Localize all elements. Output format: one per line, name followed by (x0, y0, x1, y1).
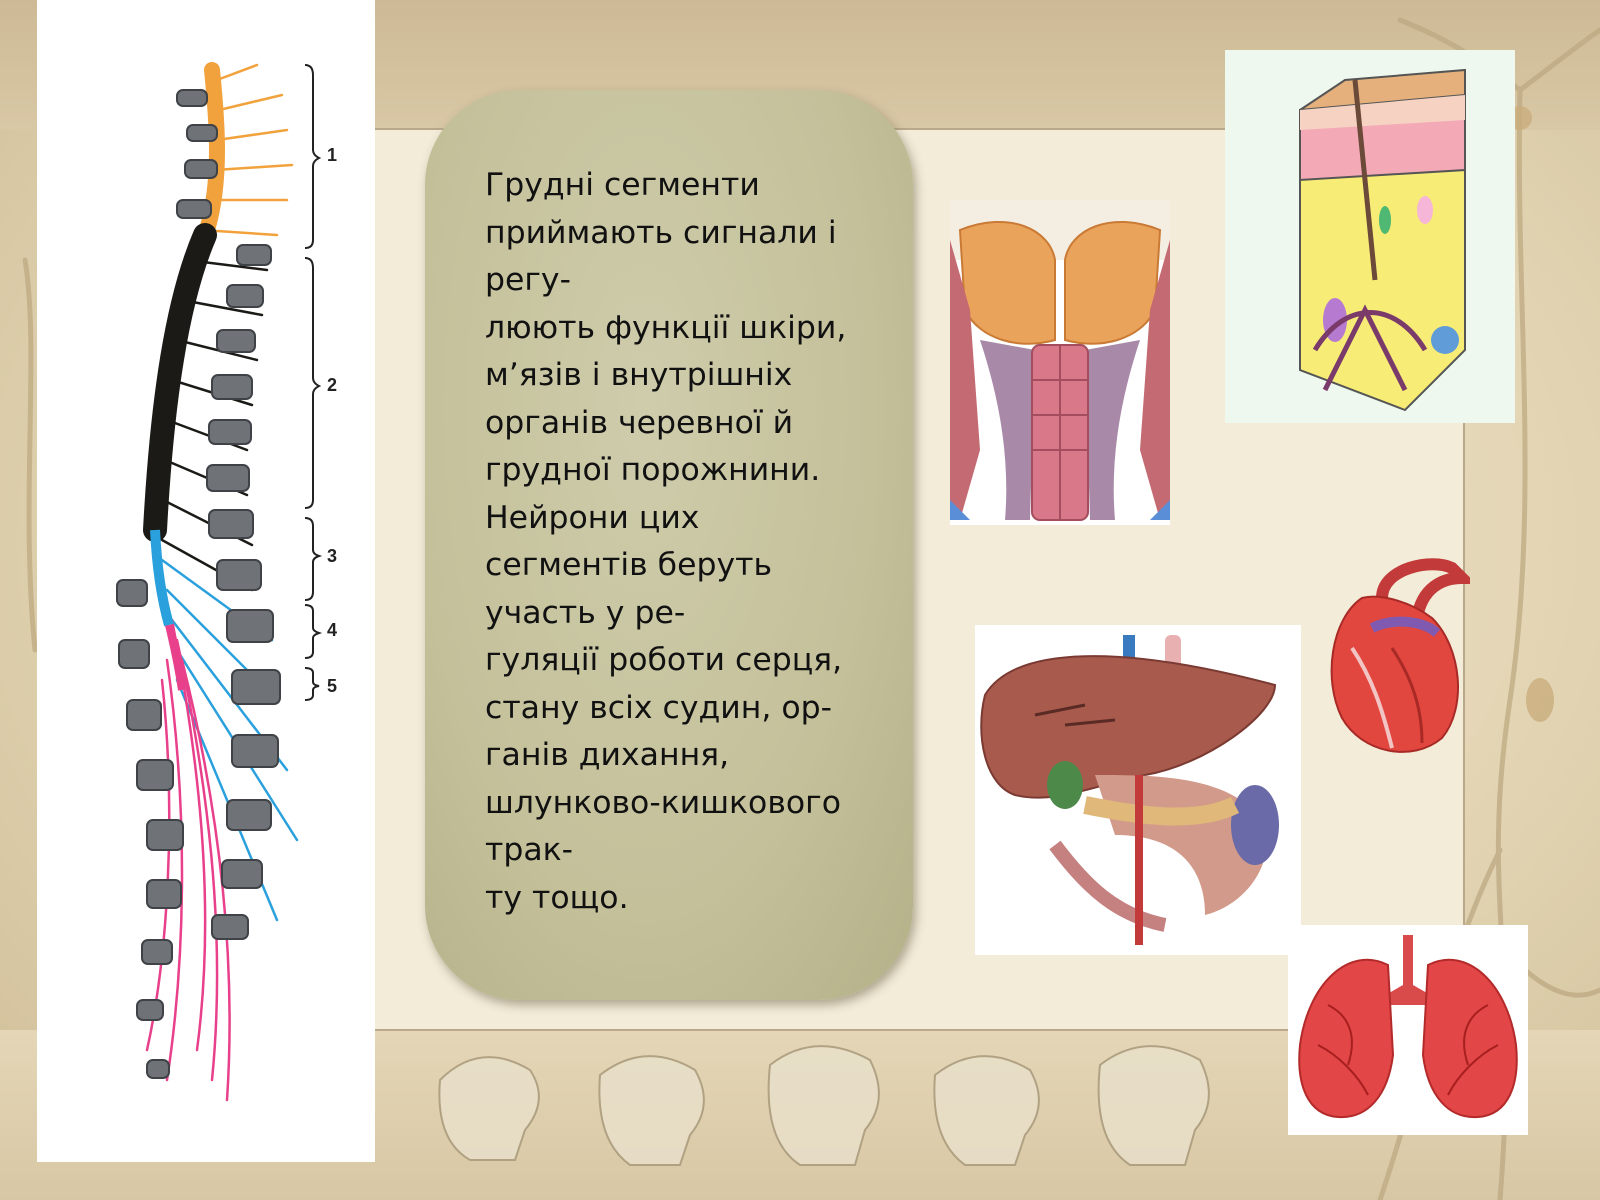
heart-illustration (1322, 558, 1470, 763)
torso-muscles-illustration (950, 200, 1170, 525)
text-line: Грудні сегменти (485, 167, 760, 203)
spinal-cord-illustration (116, 62, 323, 1102)
text-card: Грудні сегменти приймають сигнали і регу… (425, 90, 913, 1000)
text-line: сегментів беруть (485, 547, 773, 583)
text-line: грудної порожнини. (485, 452, 821, 488)
spinal-cord-diagram: 1 2 3 4 5 (37, 0, 375, 1162)
spine-label-4: 4 (327, 620, 338, 640)
spine-label-2: 2 (327, 375, 338, 395)
lungs-illustration (1288, 925, 1528, 1135)
spine-label-5: 5 (327, 676, 338, 696)
text-line: участь у ре- (485, 594, 686, 631)
text-line: шлунково-кишкового (485, 784, 841, 821)
text-line: Нейрони цих (485, 499, 700, 536)
text-line: ганів дихання, (485, 737, 730, 773)
text-line: приймають сигнали і (485, 214, 837, 251)
text-line: стану всіх судин, ор- (485, 689, 832, 726)
text-line: регу- (485, 262, 571, 298)
text-line: гуляції роботи серця, (485, 642, 843, 678)
text-line: люють функції шкіри, (485, 309, 847, 346)
text-line: ту тощо. (485, 879, 629, 916)
text-line: органів черевної й (485, 404, 794, 441)
text-line: трак- (485, 832, 574, 868)
skin-cross-section-illustration (1225, 50, 1515, 423)
spine-label-1: 1 (327, 145, 338, 165)
text-line: м’язів і внутрішніх (485, 357, 793, 393)
spine-label-3: 3 (327, 546, 338, 566)
liver-organs-illustration (975, 625, 1301, 955)
